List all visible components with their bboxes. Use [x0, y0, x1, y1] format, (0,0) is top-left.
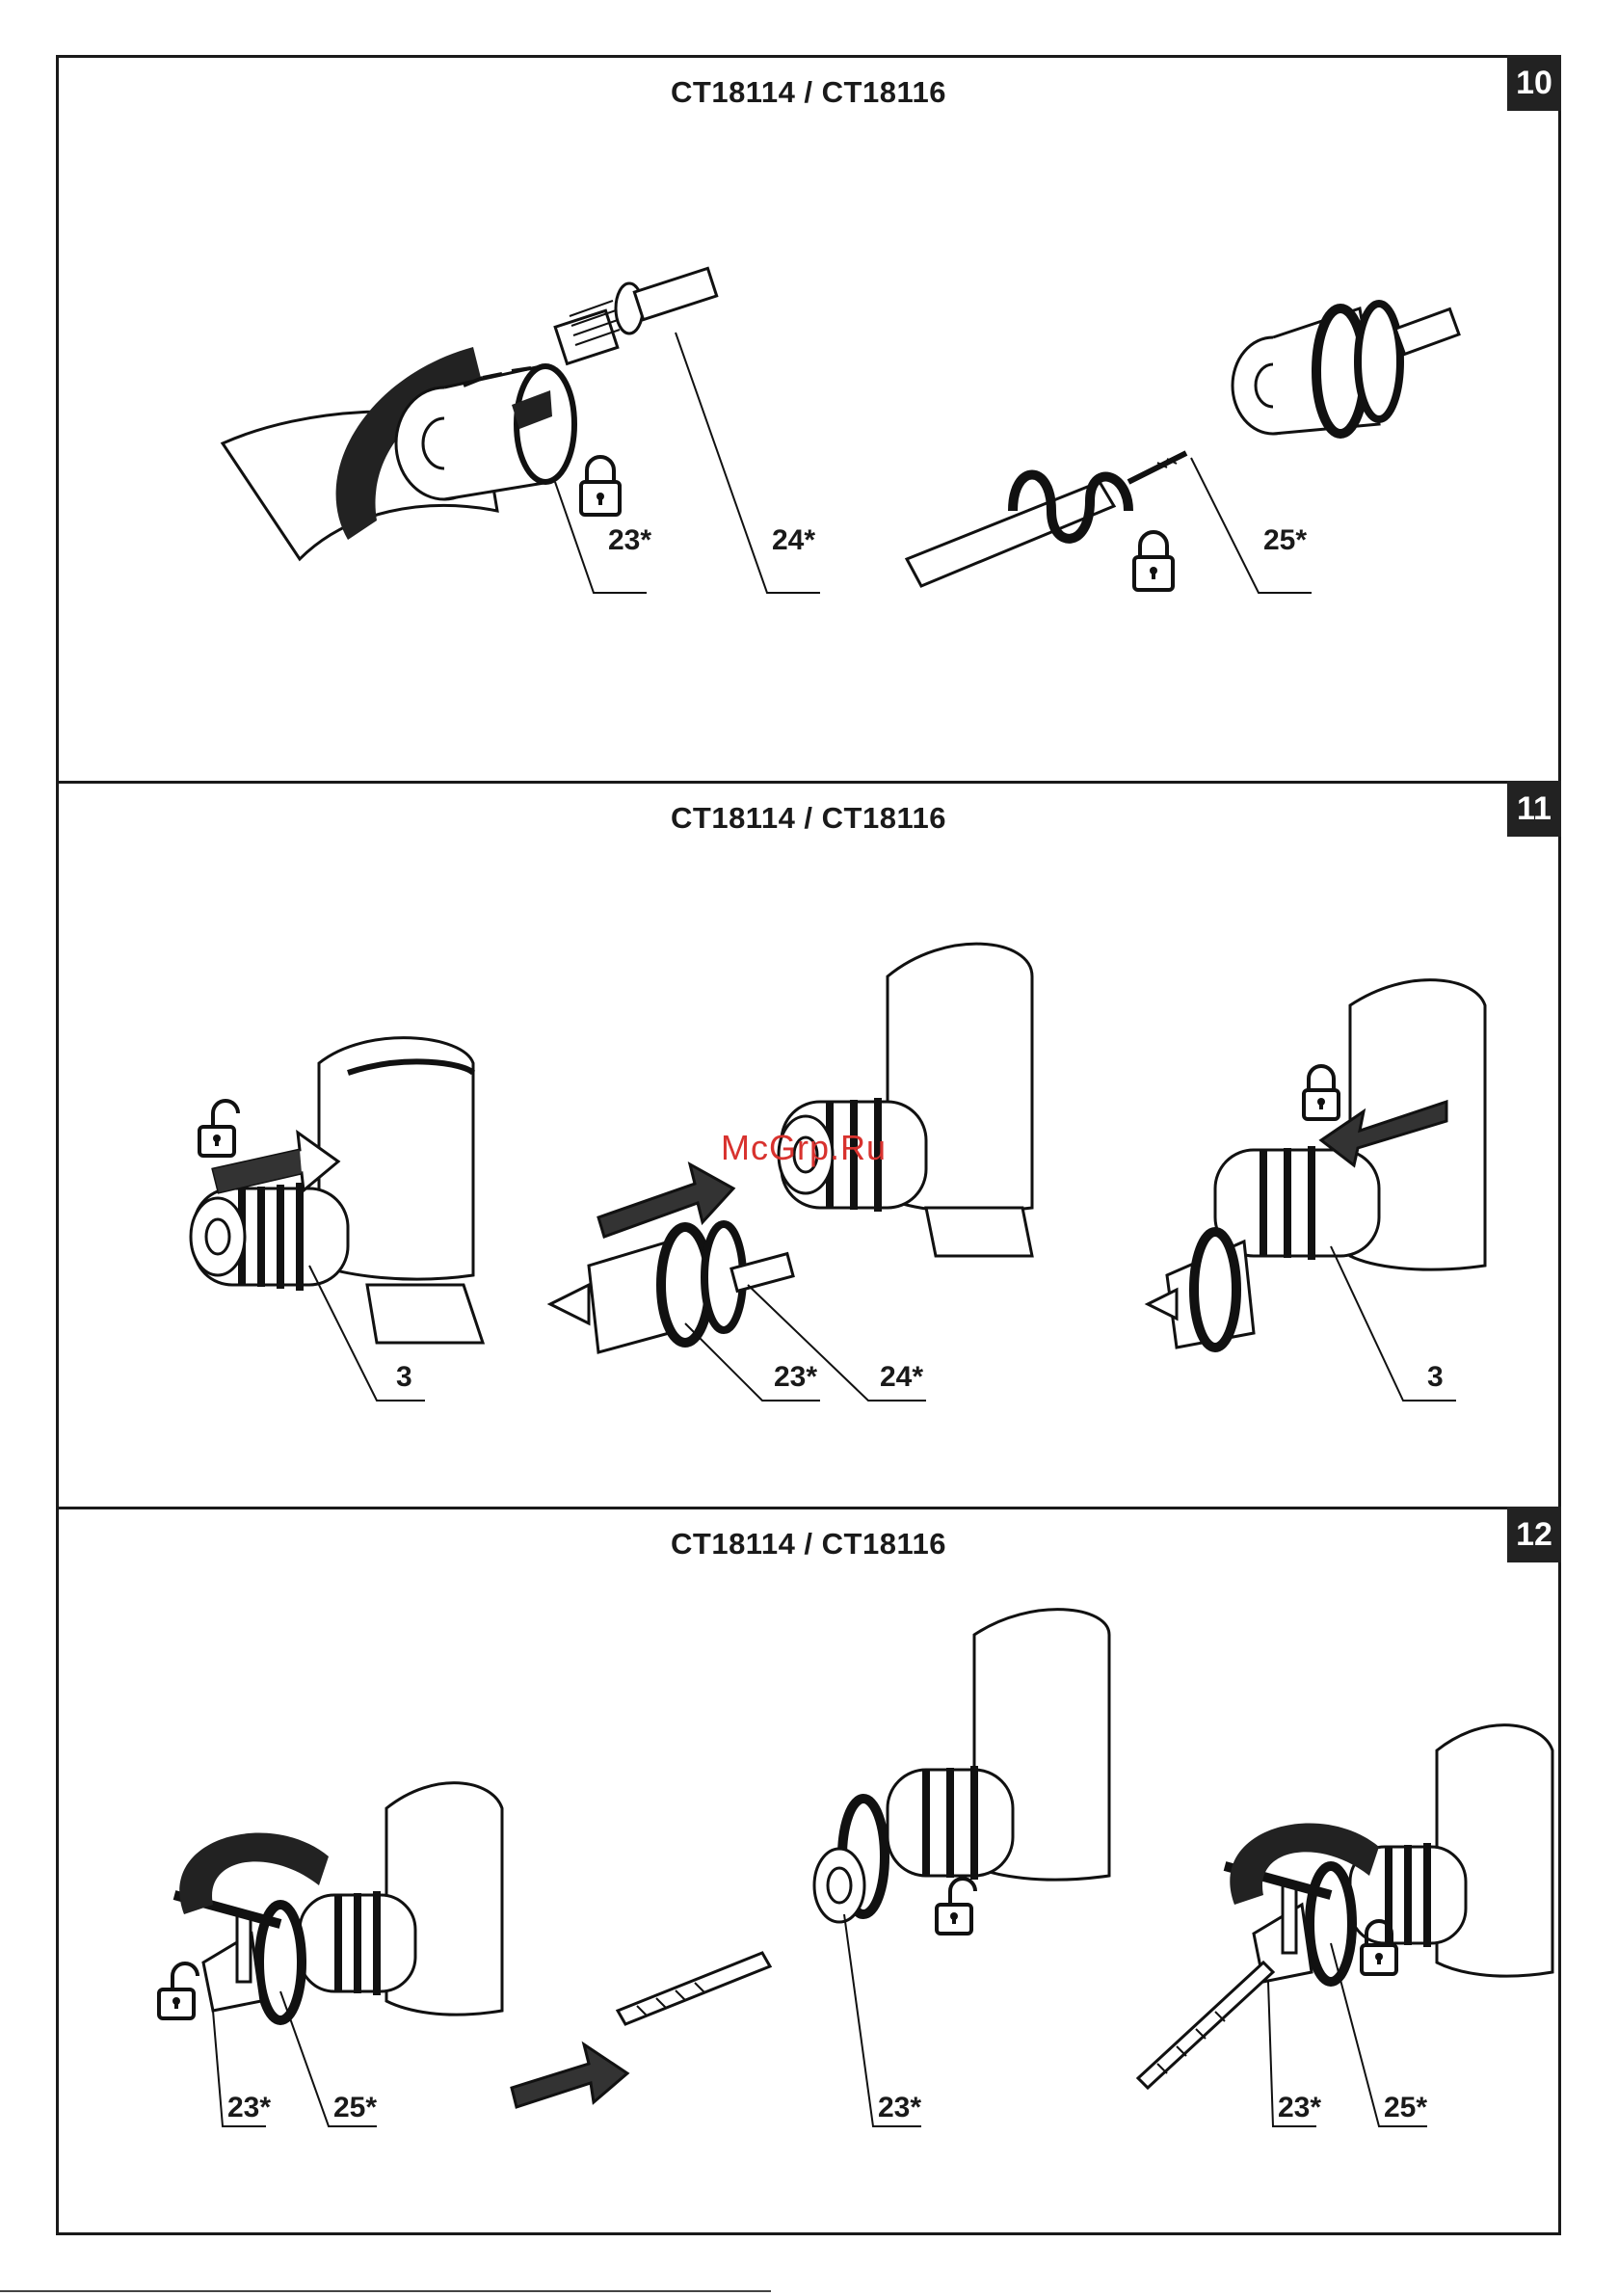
- footer-rule: [0, 2290, 771, 2292]
- callout-23: 23*: [774, 1361, 817, 1393]
- figure-panel-10: CT18114 / CT18116 10 23* 2: [56, 55, 1561, 784]
- callout-25: 25*: [1384, 2092, 1427, 2123]
- drill-chuck-right: [1233, 304, 1459, 434]
- arrow-icon: [598, 1164, 733, 1237]
- callout-23: 23*: [227, 2092, 271, 2123]
- lock-closed-icon: [1304, 1066, 1339, 1119]
- drill-bit: [618, 1953, 770, 2024]
- callout-24: 24*: [880, 1361, 923, 1393]
- arrow-icon: [512, 2044, 627, 2107]
- drill-chuck-middle: [550, 1224, 793, 1352]
- illustration-drill-bit-install: 23* 25* 23*: [59, 1509, 1558, 2232]
- hammer-middle: [814, 1610, 1109, 1922]
- lock-closed-icon: [581, 457, 620, 515]
- callout-3: 3: [396, 1361, 412, 1393]
- callout-25: 25*: [1263, 524, 1307, 556]
- illustration-chuck-adapter: 23* 24* 25*: [59, 58, 1558, 781]
- callout-25: 25*: [333, 2092, 377, 2123]
- hammer-right: [1254, 1725, 1552, 1982]
- callout-3: 3: [1427, 1361, 1444, 1393]
- drill-bit: [1138, 1962, 1273, 2088]
- hammer-front-left: [191, 1038, 483, 1343]
- hammer-assembled-right: [1148, 980, 1485, 1348]
- callout-23: 23*: [878, 2092, 921, 2123]
- lock-closed-icon: [1134, 532, 1173, 590]
- lock-open-icon: [159, 1963, 198, 2018]
- figure-panel-12: CT18114 / CT18116 12 23* 25*: [56, 1507, 1561, 2235]
- lock-open-icon: [937, 1879, 975, 1934]
- callout-23: 23*: [1278, 2092, 1321, 2123]
- callout-23: 23*: [608, 524, 651, 556]
- hammer-front-middle: [779, 944, 1032, 1256]
- hammer-left: [203, 1783, 502, 2020]
- lock-open-icon: [199, 1101, 238, 1156]
- callout-24: 24*: [772, 524, 815, 556]
- sds-adapter: [555, 268, 717, 363]
- watermark: McGrp.Ru: [721, 1128, 887, 1168]
